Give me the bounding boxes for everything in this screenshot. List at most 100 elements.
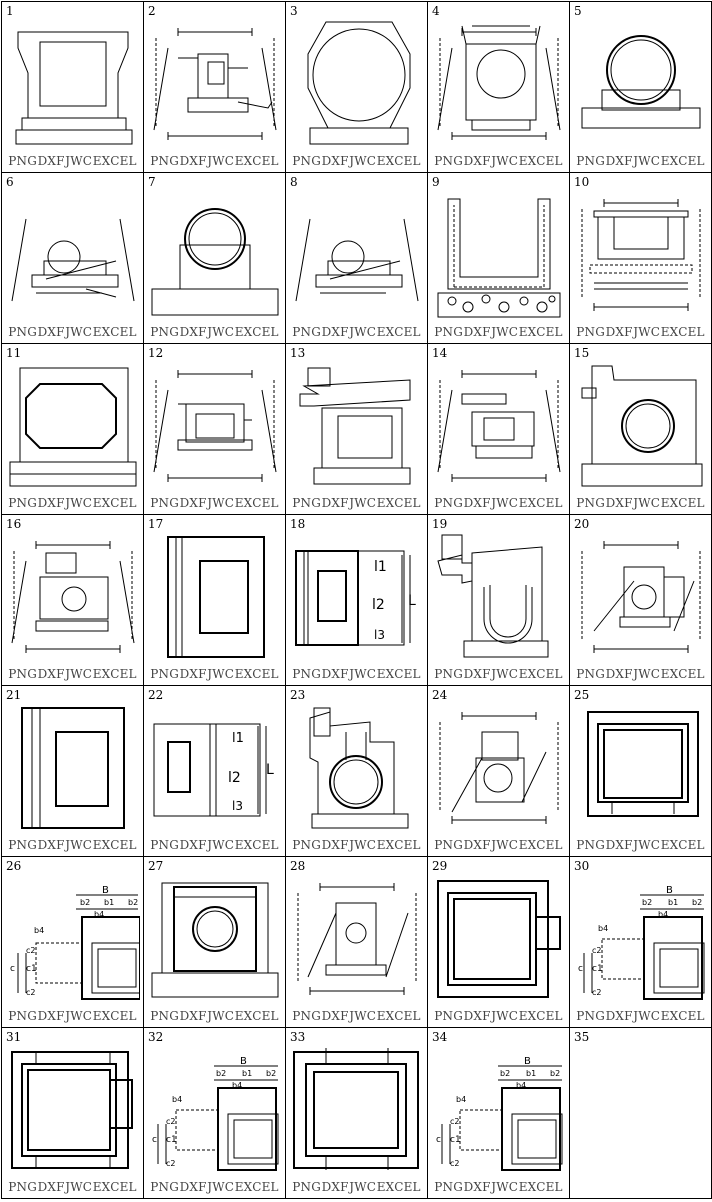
- dxf-link[interactable]: DXF: [463, 496, 491, 510]
- excel-link[interactable]: EXCEL: [660, 154, 705, 168]
- dimensioned-pipe-bedding-icon[interactable]: [6, 189, 140, 319]
- png-link[interactable]: PNG: [292, 496, 322, 510]
- jwc-link[interactable]: JWC: [349, 1180, 377, 1194]
- png-link[interactable]: PNG: [292, 838, 322, 852]
- dxf-link[interactable]: DXF: [321, 325, 349, 339]
- pipe-on-cradle-icon[interactable]: [574, 18, 708, 148]
- dxf-link[interactable]: DXF: [37, 496, 65, 510]
- jwc-link[interactable]: JWC: [349, 496, 377, 510]
- retaining-wall-icon[interactable]: [290, 360, 424, 490]
- excel-link[interactable]: EXCEL: [376, 496, 421, 510]
- png-link[interactable]: PNG: [8, 154, 38, 168]
- jwc-link[interactable]: JWC: [65, 496, 93, 510]
- dxf-link[interactable]: DXF: [605, 667, 633, 681]
- jwc-link[interactable]: JWC: [633, 154, 661, 168]
- dxf-link[interactable]: DXF: [605, 325, 633, 339]
- jwc-link[interactable]: JWC: [207, 154, 235, 168]
- dxf-link[interactable]: DXF: [179, 325, 207, 339]
- jwc-link[interactable]: JWC: [207, 1009, 235, 1023]
- jwc-link[interactable]: JWC: [633, 325, 661, 339]
- excel-link[interactable]: EXCEL: [376, 154, 421, 168]
- png-link[interactable]: PNG: [576, 154, 606, 168]
- png-link[interactable]: PNG: [8, 1180, 38, 1194]
- dimensioned-headwall-icon[interactable]: [574, 531, 708, 661]
- png-link[interactable]: PNG: [150, 1180, 180, 1194]
- dxf-link[interactable]: DXF: [37, 154, 65, 168]
- frame-plan-with-legs-icon[interactable]: [290, 1044, 424, 1174]
- excel-link[interactable]: EXCEL: [376, 1009, 421, 1023]
- dxf-link[interactable]: DXF: [321, 1009, 349, 1023]
- dxf-link[interactable]: DXF: [179, 838, 207, 852]
- excel-link[interactable]: EXCEL: [92, 667, 137, 681]
- jwc-link[interactable]: JWC: [349, 325, 377, 339]
- plan-view-slab-icon[interactable]: [148, 531, 282, 661]
- png-link[interactable]: PNG: [8, 838, 38, 852]
- png-link[interactable]: PNG: [8, 667, 38, 681]
- jwc-link[interactable]: JWC: [65, 1009, 93, 1023]
- png-link[interactable]: PNG: [8, 325, 38, 339]
- jwc-link[interactable]: JWC: [491, 154, 519, 168]
- jwc-link[interactable]: JWC: [65, 1180, 93, 1194]
- jwc-link[interactable]: JWC: [65, 838, 93, 852]
- excel-link[interactable]: EXCEL: [518, 1009, 563, 1023]
- png-link[interactable]: PNG: [8, 1009, 38, 1023]
- dxf-link[interactable]: DXF: [463, 1009, 491, 1023]
- jwc-link[interactable]: JWC: [633, 838, 661, 852]
- png-link[interactable]: PNG: [150, 325, 180, 339]
- dxf-link[interactable]: DXF: [605, 496, 633, 510]
- plan-view-slab-icon[interactable]: [6, 702, 140, 832]
- png-link[interactable]: PNG: [576, 838, 606, 852]
- png-link[interactable]: PNG: [150, 496, 180, 510]
- excel-link[interactable]: EXCEL: [518, 1180, 563, 1194]
- frame-plan-with-inlet-icon[interactable]: [432, 873, 566, 1003]
- png-link[interactable]: PNG: [292, 667, 322, 681]
- jwc-link[interactable]: JWC: [633, 496, 661, 510]
- png-link[interactable]: PNG: [434, 838, 464, 852]
- u-channel-on-rubble-icon[interactable]: [432, 189, 566, 319]
- png-link[interactable]: PNG: [434, 1009, 464, 1023]
- jwc-link[interactable]: JWC: [491, 1009, 519, 1023]
- excel-link[interactable]: EXCEL: [234, 1009, 279, 1023]
- dxf-link[interactable]: DXF: [37, 667, 65, 681]
- excel-link[interactable]: EXCEL: [234, 154, 279, 168]
- dxf-link[interactable]: DXF: [321, 838, 349, 852]
- dxf-link[interactable]: DXF: [179, 667, 207, 681]
- jwc-link[interactable]: JWC: [349, 1009, 377, 1023]
- headwall-with-pipe-icon[interactable]: [432, 531, 566, 661]
- dimensioned-retaining-wall-icon[interactable]: [432, 360, 566, 490]
- dxf-link[interactable]: DXF: [37, 325, 65, 339]
- excel-link[interactable]: EXCEL: [660, 1009, 705, 1023]
- jwc-link[interactable]: JWC: [349, 154, 377, 168]
- excel-link[interactable]: EXCEL: [92, 154, 137, 168]
- jwc-link[interactable]: JWC: [207, 496, 235, 510]
- dxf-link[interactable]: DXF: [463, 667, 491, 681]
- excel-link[interactable]: EXCEL: [518, 154, 563, 168]
- dxf-link[interactable]: DXF: [179, 154, 207, 168]
- excel-link[interactable]: EXCEL: [234, 325, 279, 339]
- png-link[interactable]: PNG: [150, 667, 180, 681]
- png-link[interactable]: PNG: [8, 496, 38, 510]
- jwc-link[interactable]: JWC: [491, 838, 519, 852]
- pipe-saddle-icon[interactable]: [148, 189, 282, 319]
- dxf-link[interactable]: DXF: [179, 496, 207, 510]
- excel-link[interactable]: EXCEL: [376, 667, 421, 681]
- dimensioned-u-channel-icon[interactable]: [574, 189, 708, 319]
- dimensioned-abutment-section-icon[interactable]: [148, 18, 282, 148]
- keyhole-headwall-icon[interactable]: [290, 702, 424, 832]
- dxf-link[interactable]: DXF: [605, 154, 633, 168]
- png-link[interactable]: PNG: [576, 325, 606, 339]
- abutment-drawing-icon[interactable]: [6, 18, 140, 148]
- excel-link[interactable]: EXCEL: [234, 1180, 279, 1194]
- jwc-link[interactable]: JWC: [65, 325, 93, 339]
- jwc-link[interactable]: JWC: [633, 667, 661, 681]
- excel-link[interactable]: EXCEL: [92, 325, 137, 339]
- octagonal-culvert-icon[interactable]: [290, 18, 424, 148]
- dxf-link[interactable]: DXF: [321, 1180, 349, 1194]
- double-frame-plan-icon[interactable]: [574, 702, 708, 832]
- dxf-link[interactable]: DXF: [321, 667, 349, 681]
